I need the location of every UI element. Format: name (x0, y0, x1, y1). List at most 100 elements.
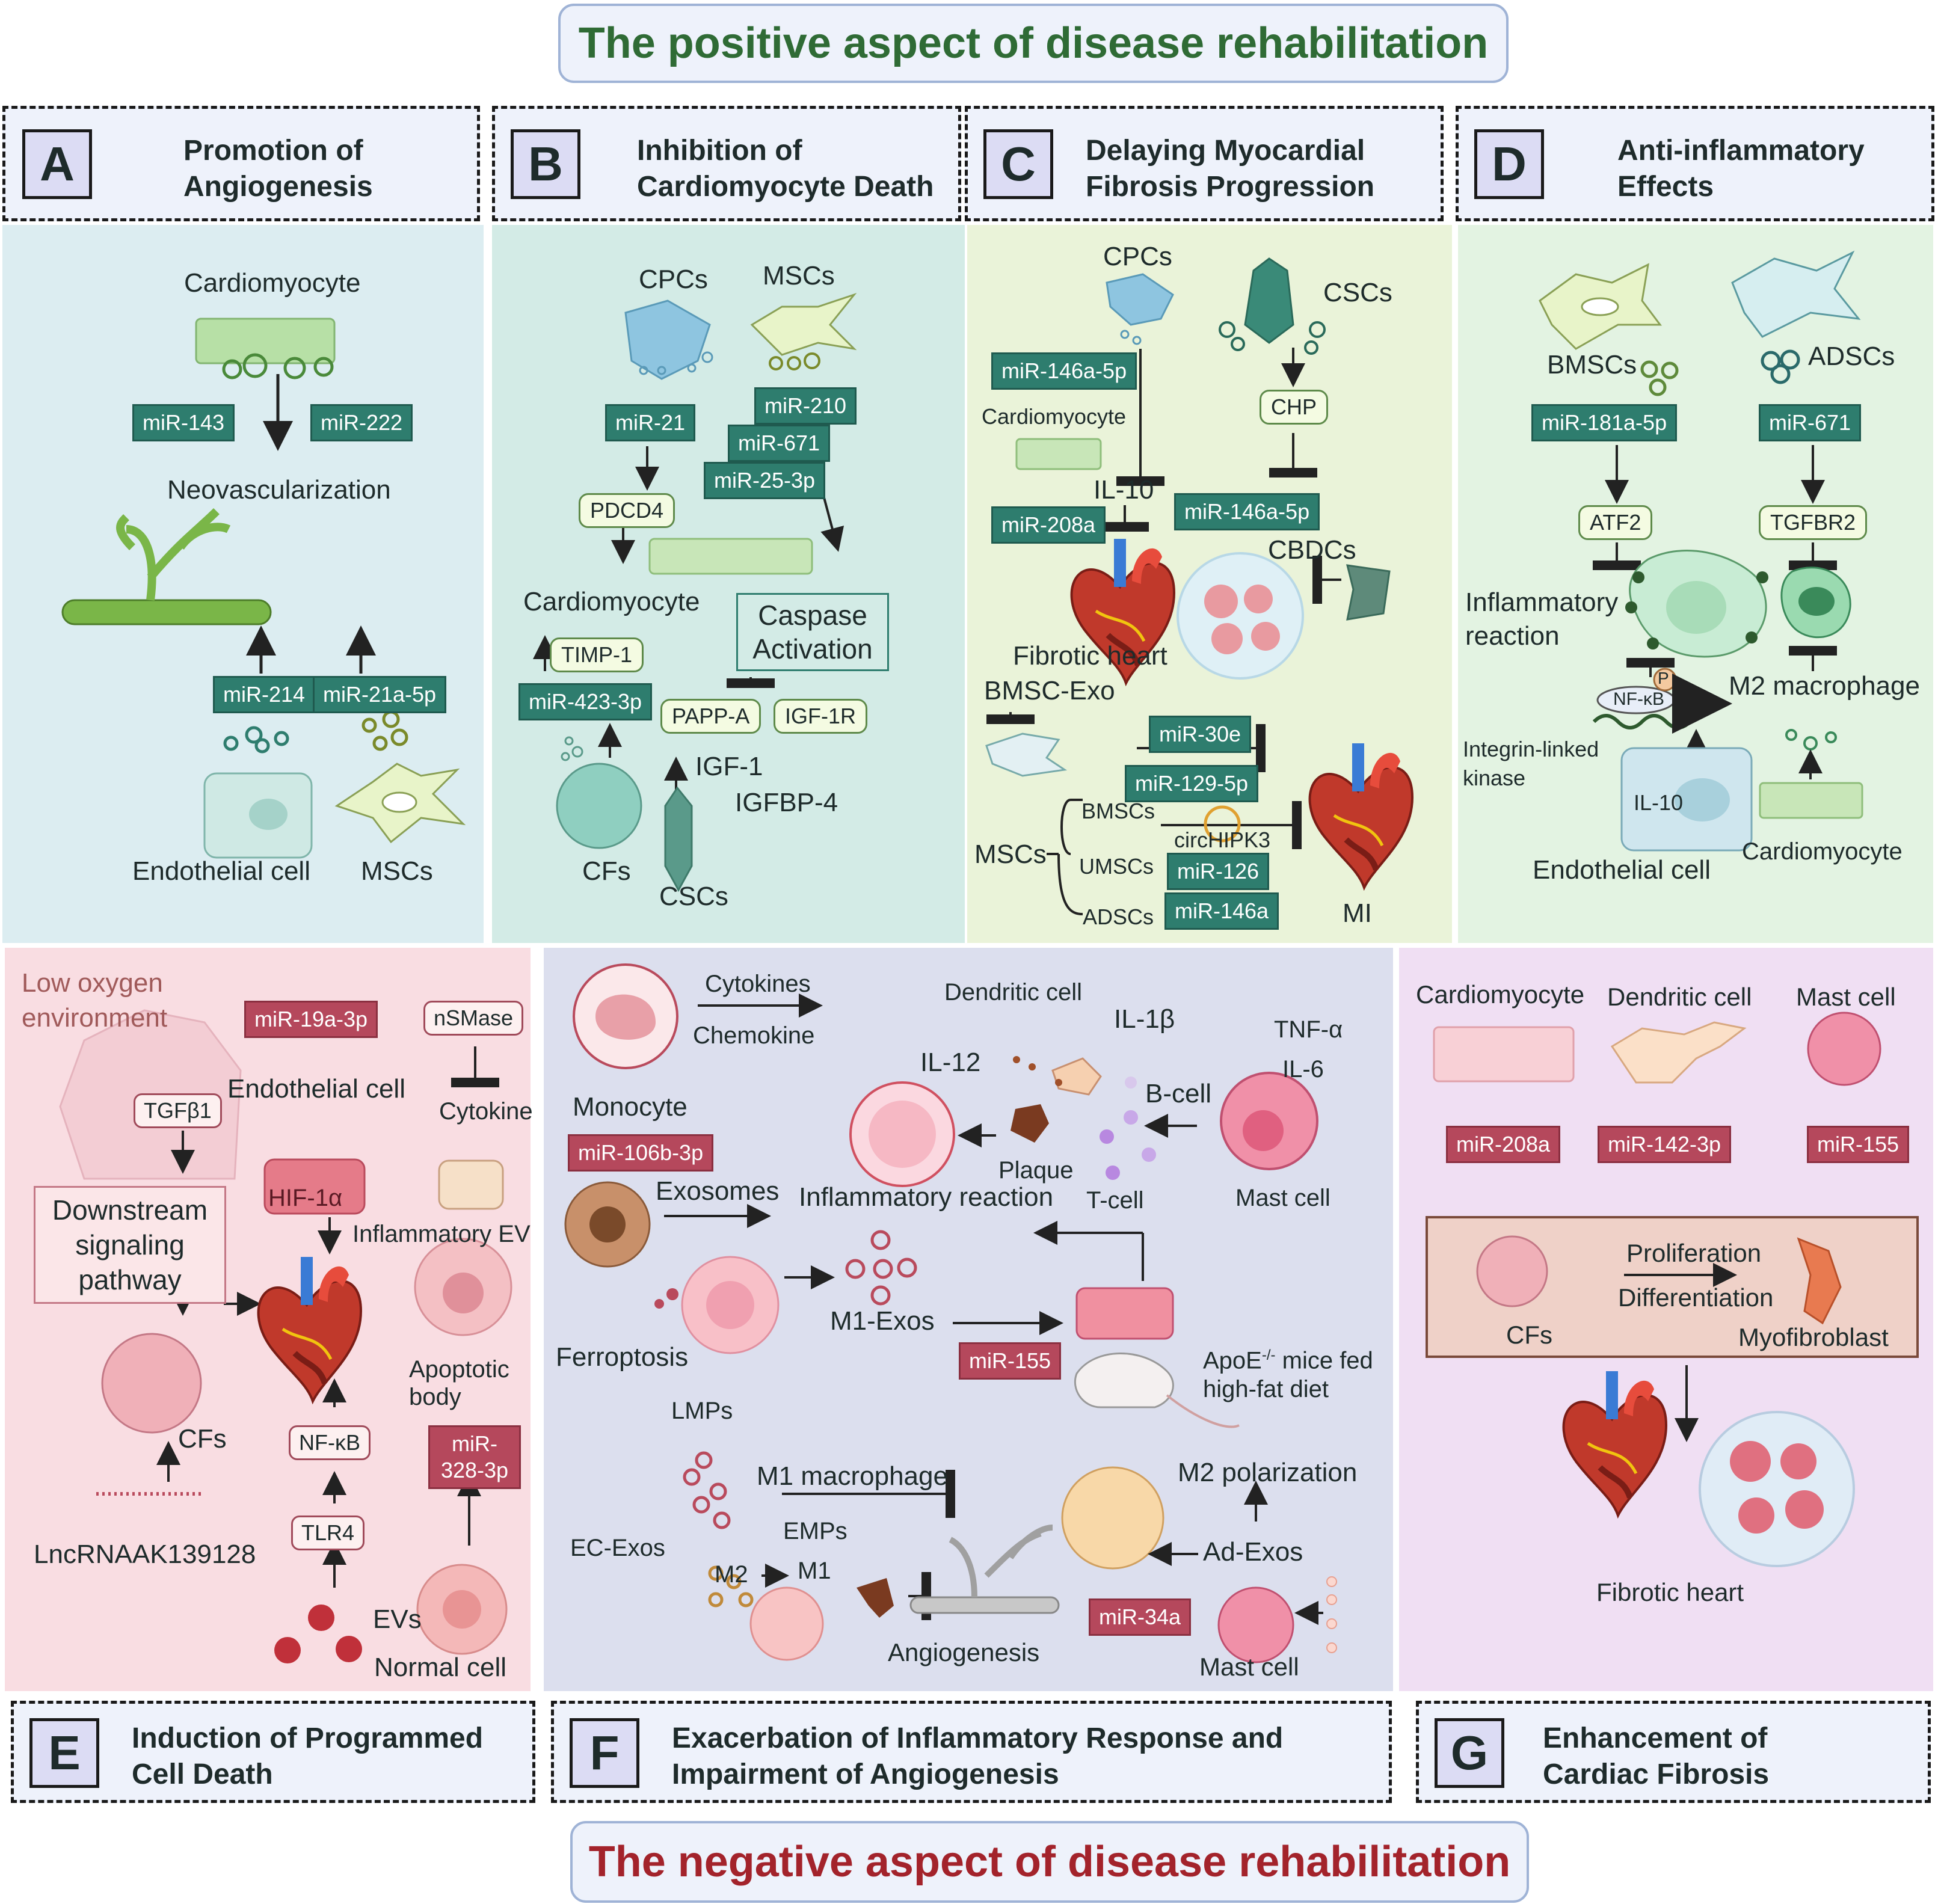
b-igfbp4-label: IGFBP-4 (735, 788, 838, 817)
c-mir-146a-1: miR-146a-5p (991, 352, 1137, 390)
vessel-f-icon (909, 1596, 1060, 1614)
g-proliferation-label: Proliferation (1626, 1239, 1762, 1267)
e-inflammatory-ev-label: Inflammatory EV (352, 1221, 531, 1247)
heart-e-icon (259, 1257, 361, 1401)
panel-b-letter: B (511, 129, 580, 199)
panel-d-header: D Anti-inflammatory Effects (1456, 106, 1934, 221)
c-chp: CHP (1260, 390, 1329, 425)
b-caspase-label: Caspase Activation (752, 600, 873, 665)
g-myofibroblast-label: Myofibroblast (1738, 1323, 1889, 1351)
e-mir-328: miR-328-3p (428, 1425, 521, 1489)
vessel-icon (61, 508, 272, 625)
c-mscs-label: MSCs (974, 840, 1047, 869)
negative-banner-text: The negative aspect of disease rehabilit… (588, 1838, 1511, 1886)
c-il10-label: IL-10 (1094, 475, 1154, 505)
myofibroblast-icon (1797, 1237, 1842, 1325)
b-mir-25: miR-25-3p (704, 462, 826, 499)
c-bmsc-exo-label: BMSC-Exo (984, 676, 1115, 705)
b-mscs-label: MSCs (763, 261, 835, 290)
e-apoptotic-label: Apoptotic body (409, 1356, 509, 1410)
c-bmscs-label: BMSCs (1081, 799, 1155, 823)
cpc-c-icon (1106, 273, 1174, 326)
cardiomyocyte-icon (195, 318, 336, 364)
f-il1b-label: IL-1β (1114, 1004, 1175, 1034)
b-cscs-label: CSCs (659, 882, 728, 911)
panel-d-illustrations (1539, 250, 1863, 852)
d-bmscs-label: BMSCs (1547, 350, 1637, 379)
a-neovascularization-label: Neovascularization (167, 475, 391, 505)
f-dendritic-label: Dendritic cell (944, 979, 1082, 1006)
d-m2-label: M2 macrophage (1729, 671, 1920, 701)
e-tgfb1: TGFβ1 (134, 1093, 222, 1128)
e-cytokine-label: Cytokine (439, 1098, 533, 1125)
g-dendritic-label: Dendritic cell (1607, 983, 1752, 1011)
b-mir-21: miR-21 (605, 404, 696, 441)
b-cfs-label: CFs (582, 856, 631, 886)
f-il12-label: IL-12 (920, 1048, 981, 1077)
mi-heart-icon (1310, 743, 1412, 888)
dendritic-g-icon (1610, 1021, 1747, 1084)
a-mir-222: miR-222 (310, 404, 413, 441)
b-pappa: PAPP-A (660, 699, 761, 734)
fibrotic-tissue-icon (1177, 552, 1304, 680)
csc-b-icon (664, 786, 693, 892)
d-adscs-label: ADSCs (1808, 342, 1895, 371)
f-ferroptosis-label: Ferroptosis (556, 1342, 689, 1372)
panel-b-title: Inhibition of Cardiomyocyte Death (637, 135, 934, 203)
fibrotic-tissue-g-icon (1699, 1411, 1855, 1567)
e-hif-label: HIF-1α (268, 1185, 343, 1211)
f-m1mac-label: M1 macrophage (757, 1461, 948, 1491)
b-igf1r: IGF-1R (774, 699, 868, 734)
c-cbdcs-label: CBDCs (1268, 535, 1356, 565)
b-pdcd4: PDCD4 (579, 493, 675, 528)
f-exosomes-label: Exosomes (656, 1176, 780, 1206)
c-mir-146a-3: miR-146a (1164, 892, 1279, 930)
g-cardiomyocyte-label: Cardiomyocyte (1416, 980, 1585, 1009)
f-mir-106b: miR-106b-3p (568, 1134, 714, 1172)
d-mir-181: miR-181a-5p (1531, 404, 1678, 441)
g-mast-label: Mast cell (1796, 983, 1896, 1011)
dendritic-cell-icon (1051, 1057, 1102, 1096)
mast-cell-f2-icon (1217, 1586, 1294, 1663)
f-apoe-text: ApoE (1203, 1347, 1262, 1374)
f-emps-label: EMPs (783, 1518, 847, 1544)
panel-b-illustrations (533, 292, 857, 892)
f-il6-label: IL-6 (1282, 1056, 1324, 1083)
c-adscs-label: ADSCs (1083, 904, 1154, 929)
cpc-icon (624, 299, 711, 380)
positive-banner: The positive aspect of disease rehabilit… (558, 4, 1509, 83)
panel-e-header: E Induction of Programmed Cell Death (11, 1701, 535, 1803)
f-m1-label: M1 (798, 1558, 831, 1584)
f-chemokine-label: Chemokine (693, 1022, 815, 1049)
f-apoe-sup: -/- (1261, 1347, 1276, 1363)
f-ecexos-label: EC-Exos (570, 1535, 665, 1561)
c-circhipk3-label: circHIPK3 (1174, 828, 1271, 852)
lmp-cell-icon (1075, 1287, 1174, 1340)
f-hfd-label: high-fat diet (1203, 1376, 1329, 1402)
g-mir-142: miR-142-3p (1598, 1126, 1732, 1163)
f-m2pol-label: M2 polarization (1178, 1458, 1358, 1487)
cbdc-icon (1346, 564, 1391, 621)
fibrotic-heart-g-icon (1564, 1371, 1666, 1516)
f-tcell-label: T-cell (1086, 1187, 1144, 1214)
panel-e-illustrations (59, 1009, 512, 1663)
inflammatory-ev-icon (438, 1159, 504, 1210)
c-fibrotic-heart-label: Fibrotic heart (1013, 641, 1167, 671)
panel-d-title: Anti-inflammatory Effects (1617, 135, 1865, 203)
c-mir-208a: miR-208a (991, 506, 1106, 544)
panel-c-title: Delaying Myocardial Fibrosis Progression (1086, 135, 1375, 203)
c-cpcs-label: CPCs (1103, 242, 1172, 271)
e-downstream-label: Downstream signaling pathway (52, 1194, 208, 1295)
panel-f-title: Exacerbation of Inflammatory Response an… (672, 1722, 1284, 1790)
cf-e-icon (101, 1333, 202, 1434)
panel-g-illustrations (1426, 1012, 1919, 1567)
b-mir-423: miR-423-3p (518, 683, 653, 720)
a-mir-143: miR-143 (132, 404, 235, 441)
f-m1exos-label: M1-Exos (830, 1306, 935, 1336)
cardiomyocyte-b-icon (648, 538, 813, 575)
panel-e-letter: E (29, 1718, 99, 1788)
f-adexos-label: Ad-Exos (1203, 1537, 1303, 1567)
cardiomyocyte-c-icon (1015, 438, 1102, 470)
cf-icon (556, 763, 642, 849)
